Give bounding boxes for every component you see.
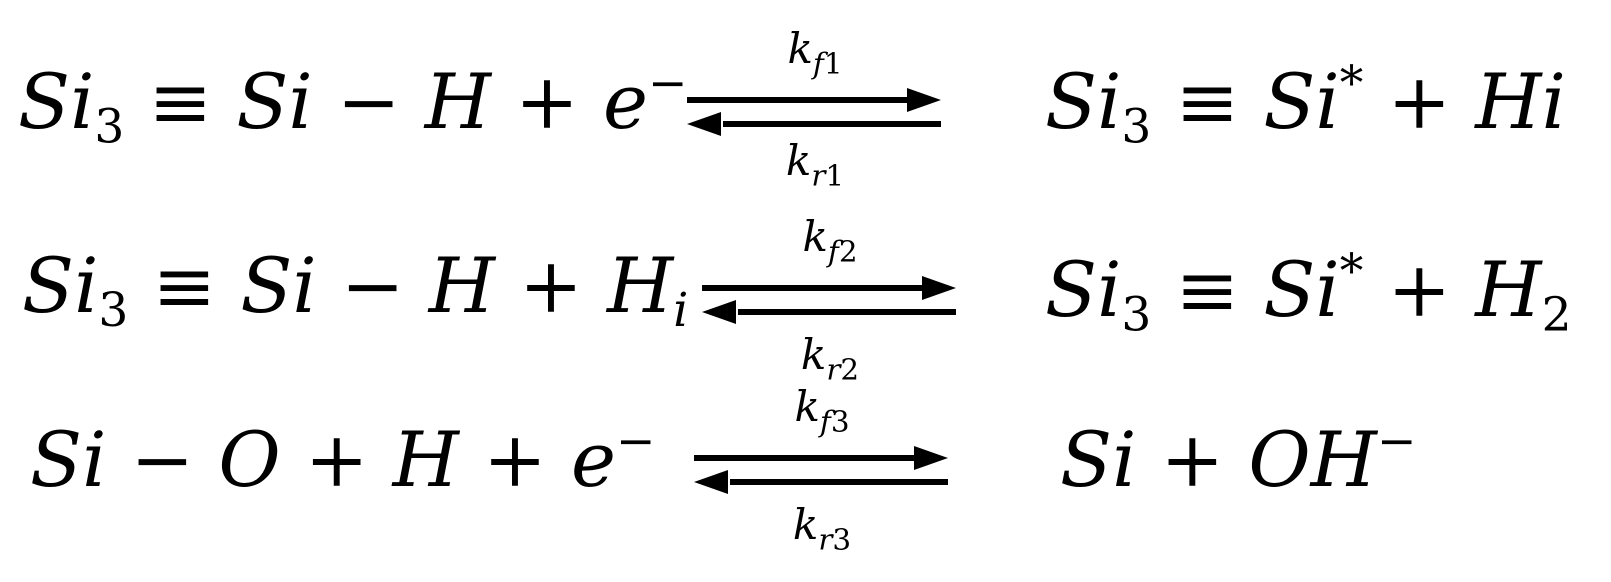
rate-forward-1: kf1 <box>787 24 843 81</box>
subscript: 3 <box>94 99 125 155</box>
equilibrium-arrow-1: kf1 kr1 <box>685 28 945 198</box>
reaction-2-reactants: Si3 ≡ Si − H + Hi <box>22 241 689 339</box>
reaction-1-reactants: Si3 ≡ Si − H + e− <box>18 60 687 150</box>
rate-reverse-3: kr3 <box>792 500 852 557</box>
reactant-body: ≡ Si − H + <box>124 57 603 147</box>
electron: e <box>603 57 648 147</box>
double-arrow-icon <box>702 276 956 324</box>
reaction-2-products: Si3 ≡ Si* + H2 <box>1045 244 1572 343</box>
double-arrow-icon <box>687 88 941 136</box>
equilibrium-arrow-2: kf2 kr2 <box>700 216 960 386</box>
superscript-minus: − <box>647 56 688 111</box>
reactant-si: Si <box>18 57 95 147</box>
reaction-3-reactants: Si − O + H + e− <box>30 414 656 505</box>
rate-reverse-1: kr1 <box>785 136 845 193</box>
reaction-3-products: Si + OH− <box>1060 414 1417 505</box>
double-arrow-icon <box>694 446 948 494</box>
rate-forward-3: kf3 <box>794 382 850 439</box>
equilibrium-arrow-3: kf3 kr3 <box>692 386 952 556</box>
reaction-1-products: Si3 ≡ Si* + Hi <box>1045 56 1566 155</box>
rate-forward-2: kf2 <box>802 212 858 269</box>
rate-reverse-2: kr2 <box>800 330 860 387</box>
